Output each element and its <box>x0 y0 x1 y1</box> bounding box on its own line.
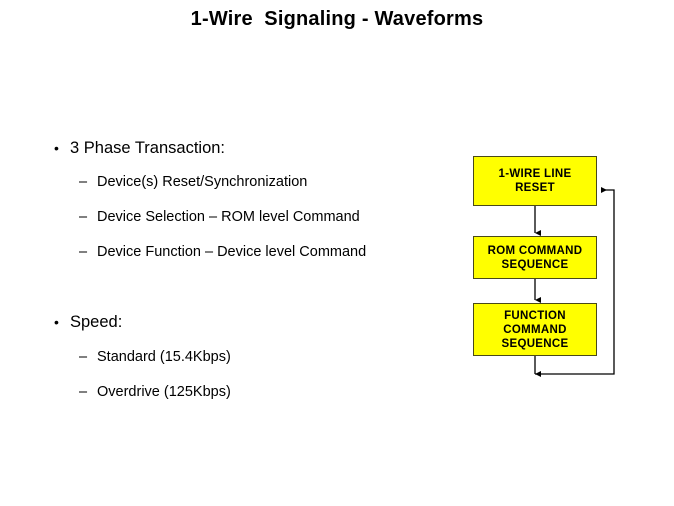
sub-bullet-item-device-reset: – Device(s) Reset/Synchronization <box>50 173 366 192</box>
bullet-label: Speed: <box>70 313 123 331</box>
sub-bullet-item-overdrive: – Overdrive (125Kbps) <box>50 383 231 402</box>
flow-box-line: RESET <box>515 182 555 194</box>
flow-box-line: 1-WIRE LINE <box>498 168 572 180</box>
bullet-marker-icon: • <box>54 314 59 330</box>
bullet-group-speed: • Speed: – Standard (15.4Kbps) – Overdri… <box>50 312 231 402</box>
transaction-flowchart: 1-WIRE LINE RESET ROM COMMAND SEQUENCE F… <box>465 148 630 388</box>
bullet-marker-icon: • <box>54 140 59 156</box>
sub-bullet-label: Device(s) Reset/Synchronization <box>97 174 308 190</box>
page-title: 1-Wire Signaling - Waveforms <box>190 8 484 30</box>
flow-box-function-command-sequence[interactable]: FUNCTION COMMAND SEQUENCE <box>473 303 597 356</box>
bullet-item-speed: • Speed: <box>50 312 231 332</box>
flow-box-line: SEQUENCE <box>501 337 569 350</box>
sub-bullet-label: Overdrive (125Kbps) <box>97 384 231 400</box>
connector-feedback-loop <box>535 187 615 375</box>
dash-marker-icon: – <box>79 384 88 400</box>
sub-bullet-item-device-selection: – Device Selection – ROM level Command <box>50 208 366 227</box>
dash-marker-icon: – <box>79 244 88 260</box>
sub-bullet-item-standard: – Standard (15.4Kbps) <box>50 348 231 367</box>
bullet-label: 3 Phase Transaction: <box>70 139 226 157</box>
flow-box-line: FUNCTION <box>504 309 566 322</box>
flow-box-one-wire-line-reset[interactable]: 1-WIRE LINE RESET <box>473 156 597 206</box>
sub-bullet-label: Device Selection – ROM level Command <box>97 209 360 225</box>
dash-marker-icon: – <box>79 174 88 190</box>
flow-box-rom-command-sequence[interactable]: ROM COMMAND SEQUENCE <box>473 236 597 279</box>
bullet-item-3-phase-transaction: • 3 Phase Transaction: <box>50 138 366 158</box>
sub-bullet-label: Device Function – Device level Command <box>97 244 367 260</box>
flow-box-line: COMMAND <box>503 323 567 336</box>
dash-marker-icon: – <box>79 349 88 365</box>
bullet-group-phase-transaction: • 3 Phase Transaction: – Device(s) Reset… <box>50 138 366 262</box>
flow-box-line: ROM COMMAND <box>487 244 583 257</box>
dash-marker-icon: – <box>79 209 88 225</box>
flowchart-connectors <box>534 187 615 377</box>
flow-box-line: SEQUENCE <box>501 258 569 271</box>
sub-bullet-label: Standard (15.4Kbps) <box>97 349 231 365</box>
sub-bullet-item-device-function: – Device Function – Device level Command <box>50 243 366 262</box>
